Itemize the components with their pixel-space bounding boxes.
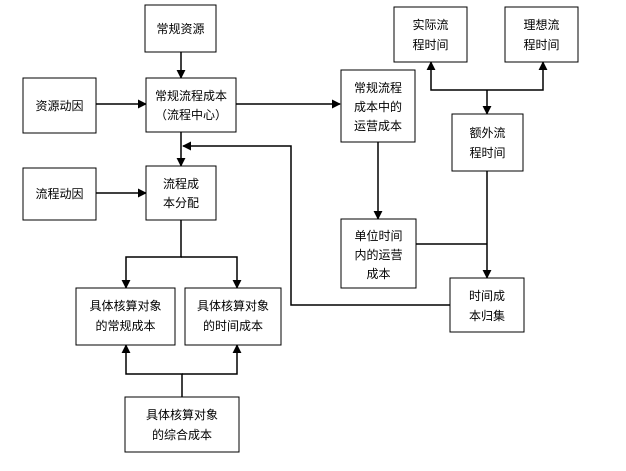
- node-label-line: 常规流程: [354, 80, 402, 95]
- node-actual-process-time: 实际流 程时间: [393, 6, 468, 63]
- edge-time-split-to-actual: [426, 61, 487, 91]
- node-regular-resources: 常规资源: [144, 4, 217, 53]
- diagram-edges: [96, 52, 548, 397]
- edge-total-to-time-object: [182, 344, 242, 375]
- node-label-line: 具体核算对象: [197, 298, 269, 313]
- node-label-line: 运营成本: [354, 119, 402, 133]
- node-label-line: 内的运营: [354, 247, 402, 262]
- node-label-line: 常规资源: [156, 21, 204, 36]
- edge-attribution-to-allocation: [182, 141, 450, 306]
- node-label-line: 流程成: [163, 176, 199, 191]
- node-label-line: 常规流程成本: [155, 88, 227, 103]
- node-label-line: 的常规成本: [95, 318, 155, 333]
- diagram-nodes: 常规资源 资源动因 常规流程成本 （流程中心） 流程动因 流程成 本分配 具体核…: [22, 4, 579, 453]
- node-process-cost-allocation: 流程成 本分配: [145, 165, 217, 221]
- node-regular-process-cost: 常规流程成本 （流程中心）: [145, 77, 237, 133]
- node-label-line: 本分配: [163, 196, 199, 210]
- node-label-line: 的综合成本: [152, 427, 212, 442]
- node-label-line: 时间成: [469, 289, 505, 303]
- node-label-line: 本归集: [469, 308, 505, 323]
- node-label-line: 的时间成本: [203, 318, 263, 333]
- node-label-line: 程时间: [469, 145, 505, 160]
- node-operating-cost-in-regular: 常规流程 成本中的 运营成本: [340, 69, 416, 143]
- node-object-total-cost: 具体核算对象 的综合成本: [124, 396, 240, 453]
- edge-total-to-regular-object: [121, 344, 183, 397]
- node-label-line: 成本中的: [354, 99, 402, 114]
- node-label-line: 单位时间: [354, 228, 402, 243]
- node-operating-cost-per-time: 单位时间 内的运营 成本: [340, 218, 417, 289]
- node-label-line: 程时间: [412, 37, 448, 52]
- node-extra-process-time: 额外流 程时间: [451, 113, 524, 172]
- node-label-line: 实际流: [412, 17, 448, 32]
- node-object-regular-cost: 具体核算对象 的常规成本: [75, 287, 176, 346]
- edge-time-split-to-ideal: [487, 61, 548, 91]
- node-object-time-cost: 具体核算对象 的时间成本: [184, 287, 282, 346]
- node-label-line: 具体核算对象: [89, 298, 161, 313]
- node-label-line: 具体核算对象: [146, 407, 218, 422]
- node-ideal-process-time: 理想流 程时间: [504, 6, 579, 63]
- edge-allocation-split: [121, 220, 182, 289]
- node-label-line: 额外流: [469, 126, 505, 140]
- node-label-line: 程时间: [523, 37, 559, 52]
- node-process-driver: 流程动因: [22, 167, 97, 221]
- node-time-cost-attribution: 时间成 本归集: [449, 277, 525, 333]
- node-label-line: 成本: [366, 267, 390, 281]
- edge-allocation-to-time-cost-object: [181, 256, 242, 289]
- node-label-line: 理想流: [523, 17, 559, 32]
- node-resource-driver: 资源动因: [22, 77, 97, 134]
- node-label-line: 流程动因: [35, 186, 83, 201]
- node-label-line: （流程中心）: [155, 107, 227, 122]
- node-label-line: 资源动因: [35, 99, 83, 113]
